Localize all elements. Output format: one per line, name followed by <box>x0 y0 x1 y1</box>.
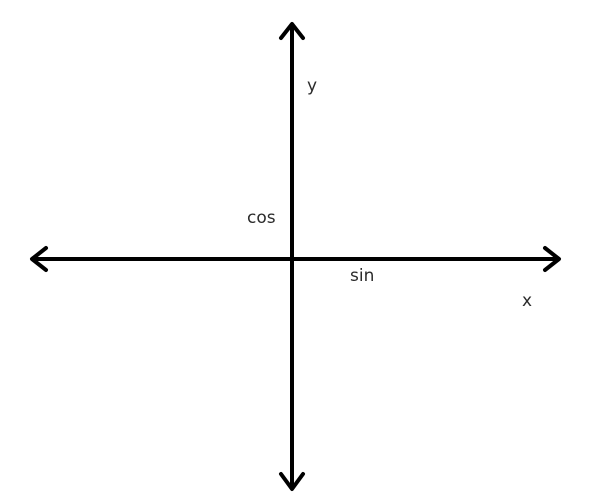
top-arrowhead <box>279 22 305 40</box>
x-axis-label: x <box>522 291 533 311</box>
left-arrowhead <box>30 246 48 272</box>
bottom-arrowhead <box>279 472 305 491</box>
right-arrowhead <box>543 246 561 272</box>
y-axis-label: y <box>307 76 318 96</box>
cos-label: cos <box>247 208 276 228</box>
sin-label: sin <box>350 266 375 286</box>
